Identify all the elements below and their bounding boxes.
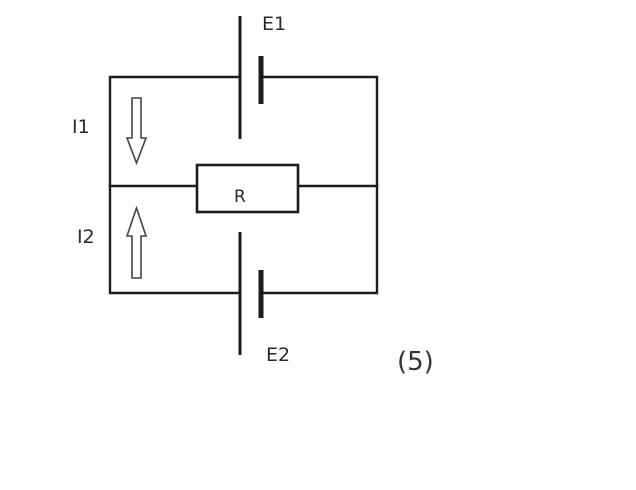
wire-top-left bbox=[108, 75, 242, 188]
label-e1: E1 bbox=[262, 13, 286, 35]
battery-e1 bbox=[238, 16, 264, 139]
label-e2: E2 bbox=[266, 344, 290, 366]
arrow-down-icon bbox=[125, 97, 148, 166]
arrow-up-icon bbox=[125, 205, 148, 279]
battery-e2 bbox=[238, 232, 264, 355]
label-i2: I2 bbox=[77, 226, 95, 248]
wire-top-right bbox=[259, 75, 379, 188]
figure-number: (5) bbox=[397, 347, 434, 377]
resistor-r bbox=[195, 163, 300, 214]
label-r: R bbox=[234, 187, 246, 207]
wire-bottom-left bbox=[108, 184, 242, 295]
label-i1: I1 bbox=[72, 116, 90, 138]
wire-bottom-right bbox=[259, 184, 379, 295]
